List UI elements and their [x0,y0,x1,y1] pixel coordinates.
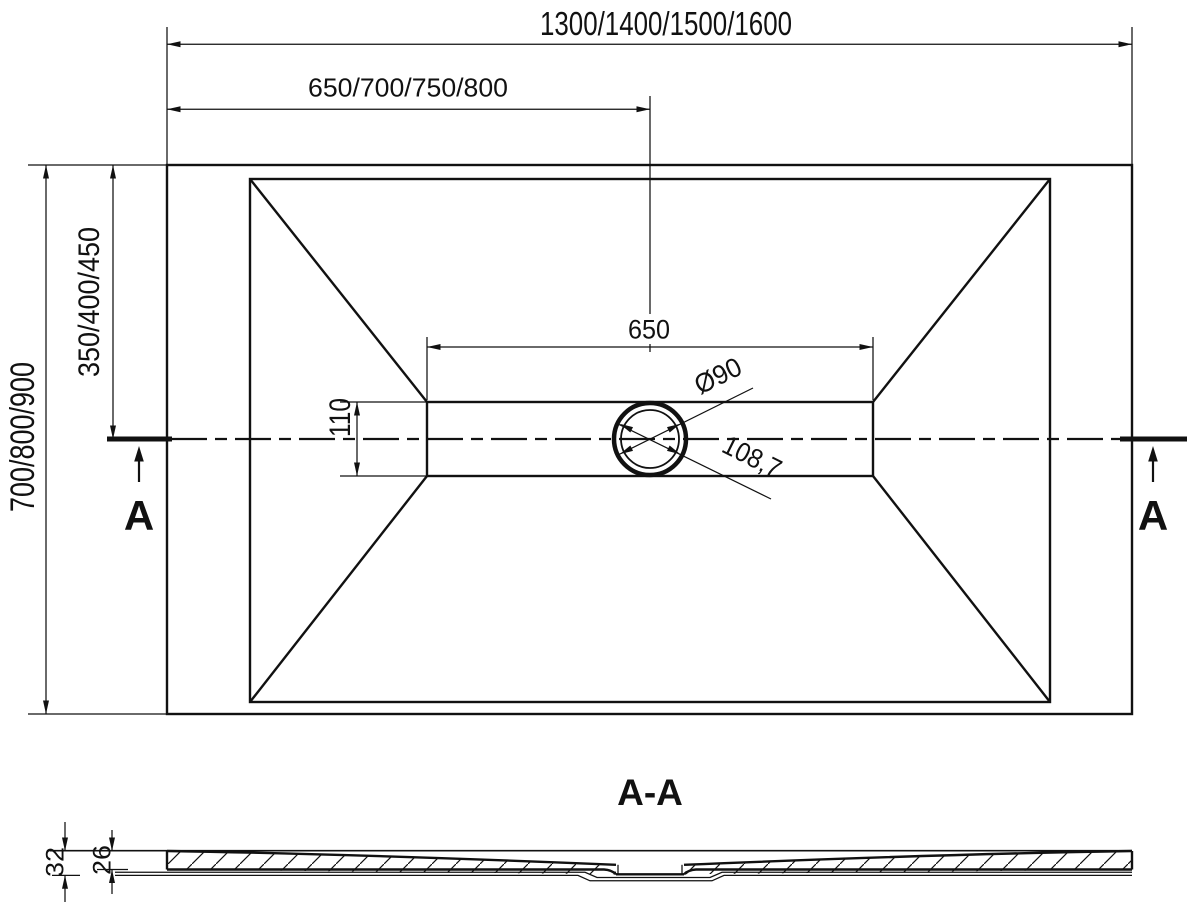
plan-dimensions: 1300/1400/1500/1600 650/700/750/800 700/… [4,5,1133,715]
dim-top-layer-thickness: 26 [89,845,117,875]
section-title: A-A [617,772,683,813]
slope-edge-top-right [872,178,1051,403]
dimension-arrowhead [43,700,49,714]
dim-channel-length: 650 [628,315,670,345]
dim-half-depth: 350/400/450 [73,227,106,377]
dimension-arrowhead [167,106,181,113]
dimension-arrowhead [43,165,49,179]
slope-edge-bottom-right [872,475,1051,703]
dim-drain-diameter: Ø90 [689,352,746,401]
section-arrow-right-head [1148,446,1158,462]
section-marker-right: A [1138,492,1168,539]
dim-overall-thickness: 32 [42,847,70,877]
slope-edge-top-left [249,178,428,403]
slope-edge-bottom-left [249,475,428,703]
drain-diagonal-leader [617,423,772,500]
dimension-arrowhead [859,344,873,350]
section-slope-right [683,849,1133,866]
section-band-bottom-right [683,868,1132,876]
dim-overall-width: 1300/1400/1500/1600 [540,5,792,42]
dim-half-width: 650/700/750/800 [308,73,508,103]
dim-channel-width: 110 [324,398,357,437]
dim-overall-depth: 700/800/900 [4,362,42,512]
dimension-arrowhead [354,462,360,476]
dimension-arrowhead [1118,41,1132,48]
plan-view: A A [107,163,1187,716]
section-arrow-left-head [134,446,144,462]
dimension-arrowhead [427,344,441,350]
section-band-bottom-left [167,868,617,876]
section-view: A-A 32 26 [42,772,1134,902]
section-marker-left: A [124,492,154,539]
dimension-arrowhead [110,165,116,179]
dimension-arrowhead [167,41,181,48]
section-bottom-inner [115,871,1132,879]
dimension-arrowhead [636,106,650,113]
drain-diameter-leader [617,387,754,456]
section-bottom-outer [115,874,1132,882]
section-slope-left [166,849,617,866]
